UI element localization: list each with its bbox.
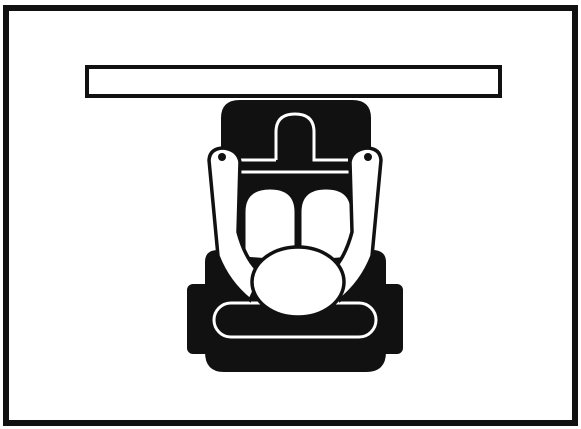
- head: [252, 247, 344, 317]
- right-hand: [364, 153, 372, 161]
- desk-bar: [87, 67, 500, 96]
- left-hand: [218, 153, 226, 161]
